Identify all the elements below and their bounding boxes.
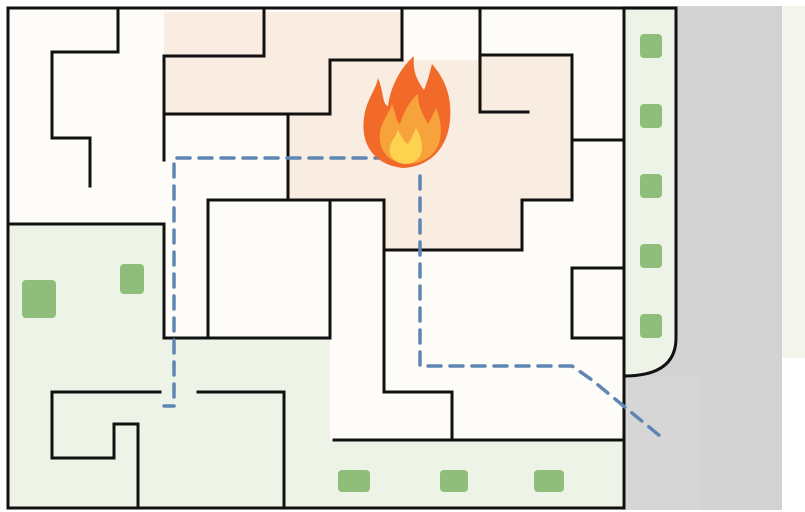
flame-core — [389, 128, 423, 164]
wall-segment — [162, 6, 266, 58]
wall-segment — [382, 248, 454, 442]
shrub-icon — [534, 470, 564, 492]
wall-segment — [286, 6, 404, 116]
outer-right-wall — [622, 6, 678, 378]
shrub-icon — [338, 470, 370, 492]
wall-segment — [6, 222, 332, 340]
shrub-icon — [440, 470, 468, 492]
safe-zone — [8, 225, 622, 508]
wall-segment — [478, 53, 626, 142]
walls — [6, 6, 678, 510]
outer-wall — [6, 6, 626, 510]
far-sidewalk — [782, 6, 805, 358]
wall-segment — [478, 6, 530, 114]
wall-segment — [50, 390, 162, 460]
shrubs — [22, 34, 662, 492]
wall-segment — [570, 266, 626, 340]
wall-segment — [196, 390, 286, 510]
wall-segment — [50, 422, 140, 510]
evacuation-route — [162, 156, 662, 438]
shrub-icon — [640, 244, 662, 268]
shrub-icon — [640, 314, 662, 338]
shrub-icon — [640, 104, 662, 128]
shrub-icon — [120, 264, 144, 294]
wall-segment — [50, 6, 120, 188]
fire-icon — [363, 56, 451, 168]
wall-segment — [206, 138, 574, 340]
shrub-icon — [640, 34, 662, 58]
road-exit-area — [622, 376, 700, 510]
shrub-icon — [640, 174, 662, 198]
shrub-icon — [22, 280, 56, 318]
